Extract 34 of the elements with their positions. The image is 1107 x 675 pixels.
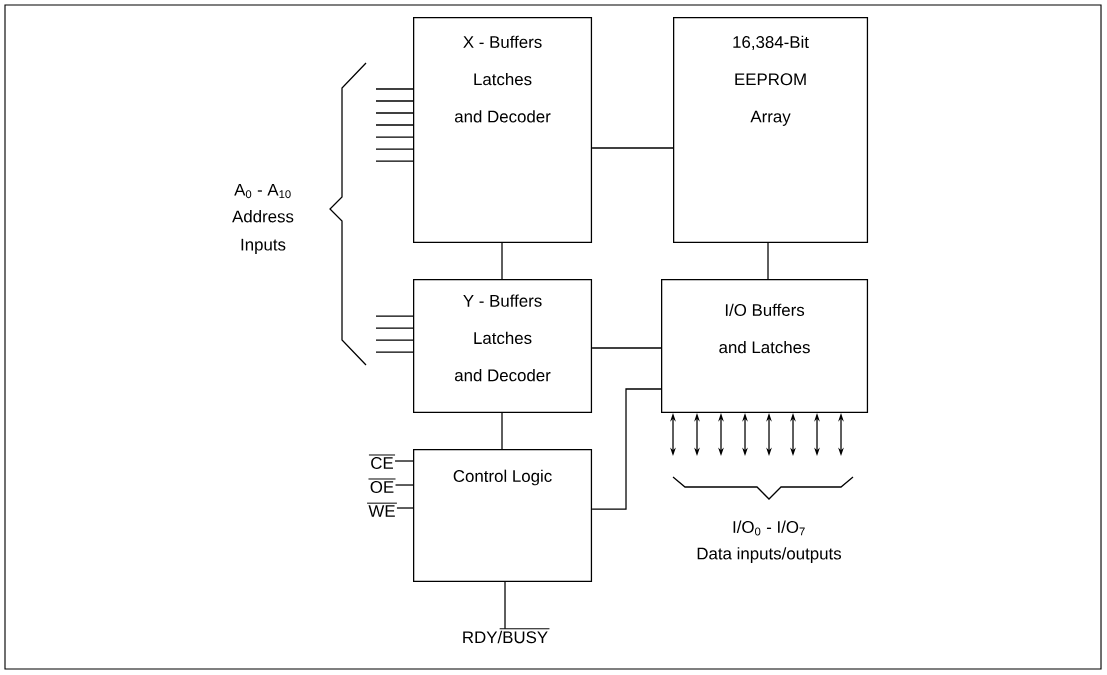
signal-label: CE — [368, 454, 396, 469]
connector-line — [591, 347, 662, 349]
signal-label: Address Inputs — [232, 210, 294, 254]
block-box: Control Logic — [413, 449, 593, 583]
signal-label: A$_{0}$ - A$_{10}$ — [234, 183, 291, 199]
connector-line — [394, 460, 414, 462]
signal-line — [375, 88, 414, 90]
connector-line — [504, 581, 506, 630]
signal-label: I/O$_{0}$ - I/O$_{7}$ — [733, 520, 805, 536]
signal-line — [375, 315, 414, 317]
block-box: 16,384-Bit EEPROM Array — [673, 17, 869, 244]
signal-label: RDY/BUSY — [463, 628, 550, 644]
signal-label: WE — [366, 502, 398, 517]
connector-line — [394, 484, 414, 486]
block-box: I/O Buffers and Latches — [661, 279, 869, 414]
connector-line — [591, 147, 674, 149]
connector-line — [396, 507, 414, 509]
signal-line — [375, 136, 414, 138]
signal-line — [375, 148, 414, 150]
signal-line — [375, 339, 414, 341]
connector-line — [501, 242, 503, 280]
signal-line — [375, 112, 414, 114]
signal-line — [375, 327, 414, 329]
block-box: Y - Buffers Latches and Decoder — [413, 279, 593, 414]
signal-line — [375, 351, 414, 353]
signal-line — [375, 100, 414, 102]
signal-label: OE — [368, 478, 396, 493]
block-box: X - Buffers Latches and Decoder — [413, 17, 593, 244]
connector-line — [767, 242, 769, 280]
signal-line — [375, 124, 414, 126]
connector-line — [501, 412, 503, 450]
signal-line — [375, 160, 414, 162]
connector-line — [591, 388, 662, 510]
signal-label: Data inputs/outputs — [697, 547, 842, 563]
